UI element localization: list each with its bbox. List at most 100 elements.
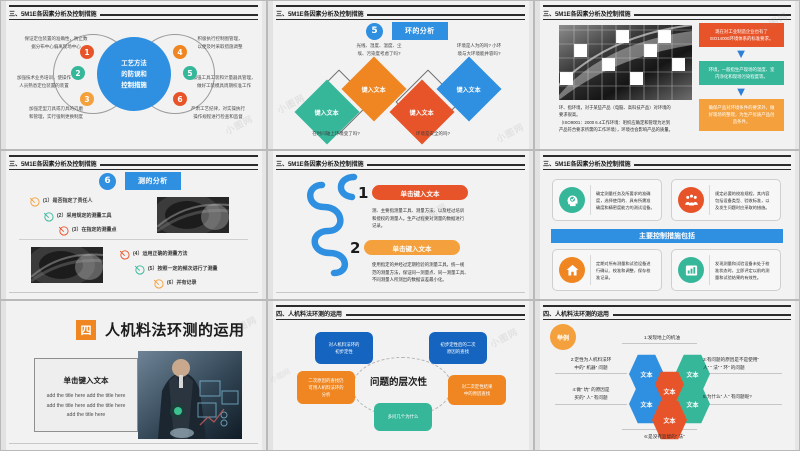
section-number-badge: 5 — [366, 22, 383, 40]
slide-4[interactable]: 三、5M1E各因素分析及控制措施 6 测的分析 (1）是否指定了责任人 (2）采… — [0, 150, 267, 300]
slide-9-header: 四、人机料法环测的运用 — [535, 305, 799, 321]
measure-card-4-text: 发现测量和试验设备未处于校 准状态时，立即评定以前的测 量和试验结果的有效性。 — [715, 260, 770, 280]
bar-chart-icon — [678, 257, 704, 283]
slide-7-canvas: 四 人机料法环测的运用 单击键入文本 add the title here ad… — [1, 301, 266, 450]
text-panel[interactable]: 单击键入文本 add the title here add the title … — [34, 358, 138, 432]
layer-box-5[interactable]: 多问几个为什么 — [374, 403, 432, 431]
slide-5[interactable]: 三、5M1E各因素分析及控制措施 1 单击键入文本 测、主要指测量工具、测量方法… — [267, 150, 534, 300]
slide-left-strip — [268, 1, 273, 149]
slide-6[interactable]: 三、5M1E各因素分析及控制措施 确定测量任务及所要求的准确 度，选择使用的、具… — [534, 150, 800, 300]
row-text-2: 使用指定的并经过定期检验的测量工具，统一规 范的测量方法，保证同一测量点、同一测… — [372, 262, 469, 283]
slide-1[interactable]: 三、5M1E各因素分析及控制措施 工艺方法 的防误和 控制措施 1 2 3 4 … — [0, 0, 267, 150]
flow-box-2: 环境，一般指生产现场的温度、室 内净化和现场污染程度等。 — [699, 61, 784, 86]
central-line-2: 的防误和 — [121, 70, 147, 78]
header-top-rule — [543, 5, 791, 7]
header-bottom-rule — [9, 169, 258, 171]
hex-2-label: 文本 — [686, 372, 699, 379]
node-label-2: 加强技术业务培训，使操作 人员熟悉定位装置的装置 — [17, 75, 71, 88]
label-bottom: 6:是没有监督的” 法” — [644, 434, 685, 439]
tire-photo-bottom — [31, 247, 103, 283]
label-right-upper: 3:有问题的原因是不是使用” 人” ” 法” ” 环” 的问题 — [703, 357, 759, 370]
slide-9[interactable]: 四、人机料法环测的运用 举例 文本 文本 文本 文本 — [534, 300, 800, 451]
row-number-2: 2 — [350, 239, 361, 257]
slide-3-canvas: 三、5M1E各因素分析及控制措施 — [535, 1, 799, 149]
node-number-1[interactable]: 1 — [80, 45, 94, 59]
check-circle-icon-5 — [134, 265, 145, 275]
label-left-upper: 2:定性为人机料法环 中的” 机器” 问题 — [570, 357, 612, 370]
bar-chart-icon-svg — [685, 265, 697, 275]
section-divider — [19, 239, 248, 240]
header-bottom-rule — [9, 19, 258, 21]
row-pill-2[interactable]: 单击键入文本 — [364, 240, 460, 255]
header-bottom-rule — [543, 19, 791, 21]
header-rule — [612, 314, 791, 316]
slide-5-header: 三、5M1E各因素分析及控制措施 — [268, 155, 533, 171]
measure-item-1: (1）是否指定了责任人 — [43, 198, 93, 204]
header-bottom-rule — [276, 319, 525, 321]
measure-card-3[interactable]: 定期对所有测量和试验设备进 行确认、校准和调整，保存校 准记录。 — [552, 249, 662, 291]
section-heading: 5 环的分析 — [366, 22, 448, 40]
slide-8[interactable]: 四、人机料法环测的运用 对人机料法环的 初步定性 初步定性后的二次 原因的查找 … — [267, 300, 534, 451]
header-bottom-rule — [543, 319, 791, 321]
measure-card-3-text: 定期对所有测量和试验设备进 行确认、校准和调整，保存校 准记录。 — [596, 260, 651, 280]
s-curve-decoration — [307, 173, 358, 277]
measure-card-1-text: 确定测量任务及所要求的准确 度，选择使用的、具有所需准 确度和精密度能力的测试设… — [596, 190, 655, 210]
slide-right-strip — [795, 151, 799, 299]
card-divider — [709, 255, 710, 285]
slide-8-header: 四、人机料法环测的运用 — [268, 305, 533, 321]
header-top-rule — [9, 5, 258, 7]
row-text-1: 测、主要指测量工具、测量方法、以及经过培训 和授权的测量人。生产过程要对测量的数… — [372, 208, 465, 229]
header-rule — [100, 14, 258, 16]
layer-box-1[interactable]: 对人机料法环的 初步定性 — [315, 332, 373, 364]
business-tech-photo-svg — [138, 351, 242, 439]
header-rule — [634, 164, 791, 166]
central-line-1: 工艺方法 — [121, 59, 147, 67]
layer-box-4[interactable]: 对二次定性结果 中的原因查找 — [448, 375, 506, 405]
header-bottom-rule — [543, 169, 791, 171]
measure-item-4: (4）运用正确的测量方法 — [133, 251, 188, 257]
diamond-2-label: 键入文本 — [361, 87, 387, 94]
node-number-4[interactable]: 4 — [173, 45, 187, 59]
rule-right-lower — [700, 404, 782, 405]
slide-3[interactable]: 三、5M1E各因素分析及控制措施 — [534, 0, 800, 150]
header-rule — [634, 14, 791, 16]
footer-rule — [9, 443, 258, 444]
node-label-1: 保证定位装置的准确性，防止数 据分布中心偏离现场中心 — [24, 36, 88, 49]
hex-5-label: 文本 — [686, 402, 699, 409]
layer-box-2[interactable]: 初步定性后的二次 原因的查找 — [429, 332, 487, 364]
slide-6-canvas: 三、5M1E各因素分析及控制措施 确定测量任务及所要求的准确 度，选择使用的、具… — [535, 151, 799, 299]
node-label-3: 加强定型刀具或刃具的刃磨 和管理，实行强制更换制度 — [29, 106, 83, 119]
slide-left-strip — [535, 1, 540, 149]
people-group-icon — [678, 187, 704, 213]
tire-photo-top-svg — [157, 197, 229, 233]
header-rule — [367, 164, 525, 166]
diamond-1-label: 键入文本 — [314, 110, 340, 117]
chevron-down-icon-1: ▼ — [734, 46, 748, 61]
slide-2[interactable]: 三、5M1E各因素分析及控制措施 5 环的分析 键入文本 键入文本 键入文本 — [267, 0, 534, 150]
measure-card-2[interactable]: 规定必要的校准规程，其内容 包括设备类型、验收标准，以 及发生问题时应采取的措施… — [671, 179, 781, 221]
node-number-6[interactable]: 6 — [173, 92, 187, 106]
node-number-5[interactable]: 5 — [183, 66, 197, 80]
check-circle-icon-4 — [119, 250, 130, 260]
panel-line-1: add the title here add the title here — [46, 393, 126, 399]
header-top-rule — [543, 155, 791, 157]
slide-left-strip — [268, 151, 273, 299]
tire-photo-bottom-svg — [31, 247, 103, 283]
layer-box-3[interactable]: 二次原因的查找仍 可用人机料法环的 分析 — [297, 371, 355, 404]
measure-card-4[interactable]: 发现测量和试验设备未处于校 准状态时，立即评定以前的测 量和试验结果的有效性。 — [671, 249, 781, 291]
measure-card-1[interactable]: 确定测量任务及所要求的准确 度，选择使用的、具有所需准 确度和精密度能力的测试设… — [552, 179, 662, 221]
header-top-rule — [276, 5, 525, 7]
node-number-2[interactable]: 2 — [71, 66, 85, 80]
measure-item-3: (3）在指定的测量点 — [72, 227, 117, 233]
slide-left-strip — [1, 151, 6, 299]
row-pill-1[interactable]: 单击键入文本 — [372, 185, 468, 200]
hex-3-label: 文本 — [663, 389, 676, 396]
node-number-3[interactable]: 3 — [80, 92, 94, 106]
rule-left-upper — [555, 373, 627, 374]
slide-7[interactable]: 四 人机料法环测的运用 单击键入文本 add the title here ad… — [0, 300, 267, 451]
rule-top — [622, 343, 697, 344]
card-divider — [709, 185, 710, 215]
slide-9-canvas: 四、人机料法环测的运用 举例 文本 文本 文本 文本 — [535, 301, 799, 450]
slide-right-strip — [262, 151, 266, 299]
